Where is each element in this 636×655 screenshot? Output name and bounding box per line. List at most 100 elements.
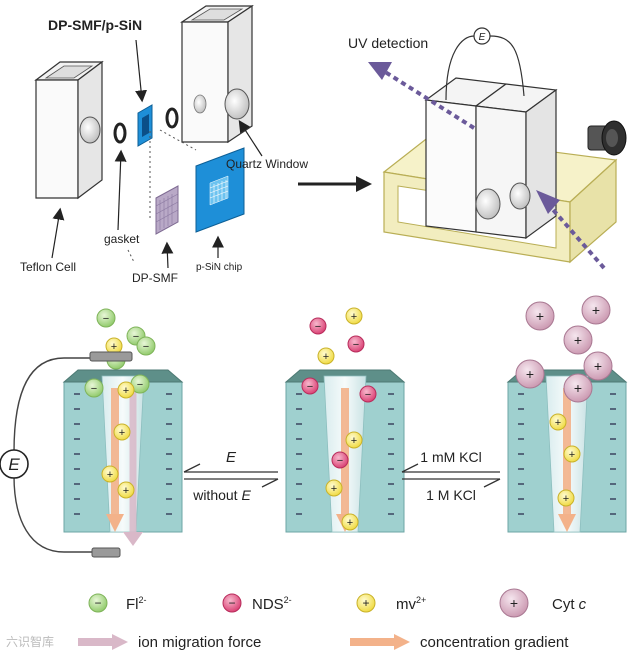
gasket-label: gasket (104, 232, 140, 246)
particle-mv: + (113, 423, 131, 441)
teflon-label: Teflon Cell (20, 260, 76, 274)
alignment-dots (149, 129, 197, 218)
particle-fl: − (84, 378, 104, 398)
arrow-left-bottom-prefix: without (192, 487, 241, 503)
particle-cyt: + (525, 301, 555, 331)
particle-nds-body (359, 385, 377, 403)
channel-left-gradient-head (106, 514, 124, 532)
particle-mv: + (549, 413, 567, 431)
legend-gradient-head (394, 634, 410, 650)
particle-mv-body (549, 413, 567, 431)
particle-cyt-sign: + (574, 332, 582, 348)
uv-label: UV detection (348, 35, 428, 51)
legend-cyt-icon (499, 588, 529, 618)
particle-cyt-body (515, 359, 545, 389)
legend-fl-icon (88, 593, 108, 613)
particle-nds: − (301, 377, 319, 395)
particle-mv: + (317, 347, 335, 365)
particle-fl-sign: − (91, 383, 97, 395)
particle-mv-body (113, 423, 131, 441)
particle-nds-body (331, 451, 349, 469)
membrane-window (142, 114, 149, 137)
particle-cyt-body (563, 373, 593, 403)
legend-migration-label: ion migration force (138, 634, 261, 651)
particle-mv-body (345, 307, 363, 325)
particle-mv-body (345, 431, 363, 449)
particle-nds: − (347, 335, 365, 353)
particle-group: −−−−−−+++++−−−−−++++++++++++++ (84, 295, 613, 531)
particle-mv: + (325, 479, 343, 497)
particle-cyt-body (583, 351, 613, 381)
particle-mv-body (117, 481, 135, 499)
gasket-pointer (114, 149, 127, 231)
particle-mv-body (117, 381, 135, 399)
circuit (0, 351, 133, 558)
particle-mv-sign: + (119, 427, 125, 439)
particle-mv: + (345, 431, 363, 449)
quartz-label: Quartz Window (226, 157, 308, 171)
gasket-ring-right (165, 107, 179, 129)
legend-mv-sup: 2+ (416, 595, 426, 605)
particle-mv-body (317, 347, 335, 365)
particle-mv: + (101, 465, 119, 483)
legend-mv-icon (356, 593, 376, 613)
equilibrium-arrow-left (183, 463, 279, 488)
dpsmf-pointer (161, 241, 174, 269)
membrane-label: DP-SMF/p-SiN (48, 17, 142, 33)
legend-nds-text: NDS (252, 596, 284, 613)
chip-label: p-SiN chip (196, 262, 243, 273)
legend-nds-icon (222, 593, 242, 613)
particle-nds-body (309, 317, 327, 335)
particle-fl-sign: − (137, 379, 143, 391)
particle-mv: + (563, 445, 581, 463)
particle-fl-sign: − (133, 331, 139, 343)
legend-cyt-italic: c (579, 596, 587, 613)
particle-mv-sign: + (323, 351, 329, 363)
particle-cyt: + (563, 373, 593, 403)
legend-fl-text: Fl (126, 596, 139, 613)
arrow-left-bottom-italic: E (241, 487, 251, 503)
particle-mv-sign: + (351, 435, 357, 447)
legend-fl-sign: − (94, 596, 101, 610)
particle-cyt: + (581, 295, 611, 325)
assembled-device (382, 27, 627, 264)
membrane-pointer (135, 39, 148, 103)
particle-mv-sign: + (331, 483, 337, 495)
particle-mv-sign: + (555, 417, 561, 429)
particle-nds: − (359, 385, 377, 403)
particle-nds-sign: − (307, 381, 313, 393)
particle-mv-sign: + (123, 385, 129, 397)
particle-mv-sign: + (569, 449, 575, 461)
particle-fl-body (84, 378, 104, 398)
particle-cyt-sign: + (592, 302, 600, 318)
legend-cyt-label: Cyt c (552, 596, 587, 613)
particle-fl-sign: − (143, 341, 149, 353)
legend-fl-label: Fl2- (126, 595, 147, 613)
particle-mv-sign: + (347, 517, 353, 529)
psin-chip (195, 147, 245, 233)
legend-gradient-label: concentration gradient (420, 634, 569, 651)
legend-nds-sign: − (228, 596, 235, 610)
particle-mv: + (345, 307, 363, 325)
legend-nds-label: NDS2- (252, 595, 292, 613)
particle-cyt-body (581, 295, 611, 325)
device-electrode-symbol: E (479, 32, 486, 43)
equilibrium-arrow-right (401, 463, 501, 488)
particle-mv-sign: + (351, 311, 357, 323)
channel-middle (284, 369, 406, 533)
particle-nds-body (301, 377, 319, 395)
circuit-electrode-symbol: E (8, 455, 20, 474)
particle-fl-body (136, 336, 156, 356)
arrow-left-bottom-label: without E (192, 487, 251, 503)
particle-cyt-body (525, 301, 555, 331)
particle-cyt-sign: + (594, 358, 602, 374)
particle-nds-sign: − (365, 389, 371, 401)
particle-mv-sign: + (107, 469, 113, 481)
particle-mv-sign: + (563, 493, 569, 505)
gasket-ring-left (113, 122, 127, 144)
watermark: 六识智库 (6, 634, 54, 649)
particle-mv: + (117, 481, 135, 499)
transition-arrow-head (356, 176, 372, 192)
